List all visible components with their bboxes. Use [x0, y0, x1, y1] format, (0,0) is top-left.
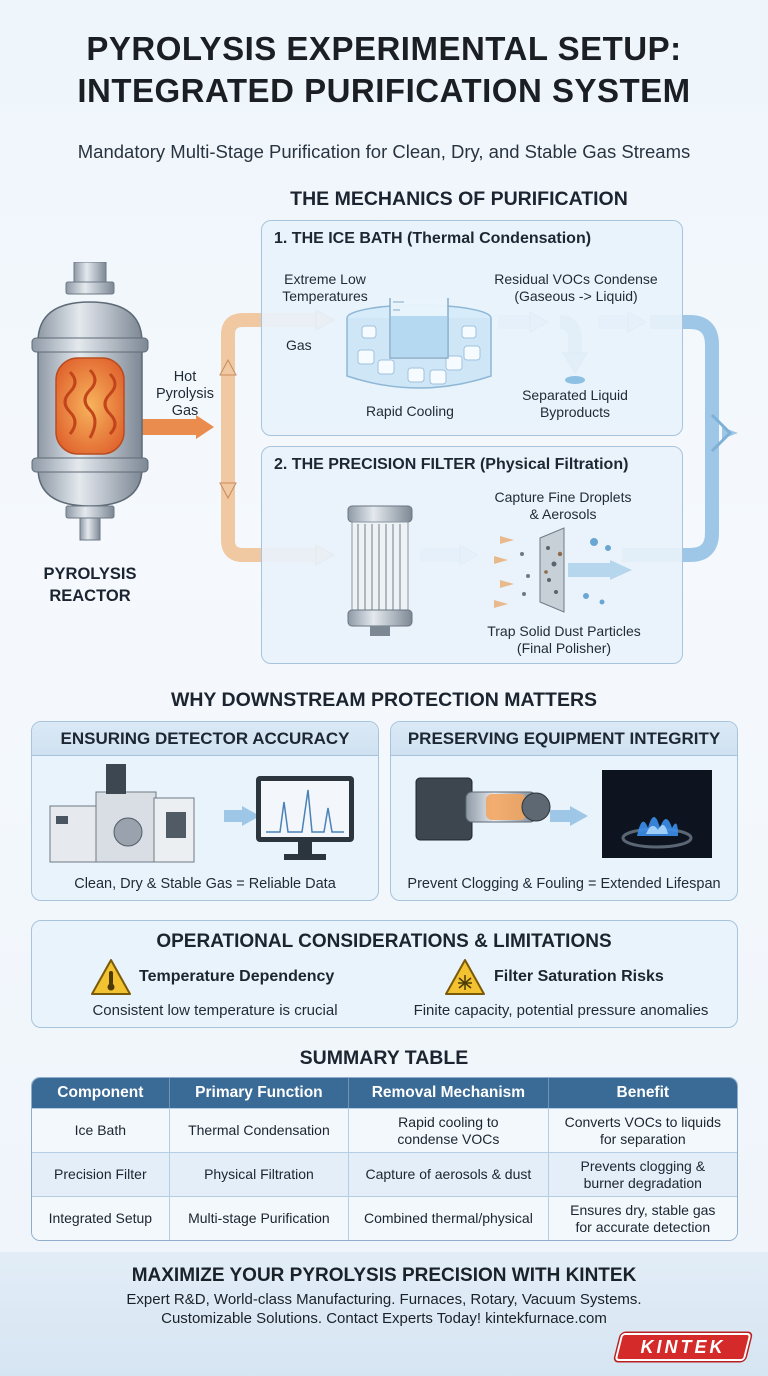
- cell-line: Ensures dry, stable gas: [570, 1201, 716, 1218]
- extreme-low-line2: Temperatures: [282, 288, 368, 304]
- cell-line: Converts VOCs to liquids: [564, 1113, 721, 1130]
- summary-header-row: Component Primary Function Removal Mecha…: [32, 1078, 737, 1108]
- table-cell: Combined thermal/physical: [349, 1196, 549, 1240]
- separated-line1: Separated Liquid: [522, 387, 628, 403]
- filter-warning-icon: [445, 959, 485, 995]
- table-cell: Multi-stage Purification: [169, 1196, 350, 1240]
- logo-text: KINTEK: [640, 1337, 726, 1357]
- footer-line2[interactable]: Customizable Solutions. Contact Experts …: [161, 1310, 607, 1327]
- mechanics-heading: THE MECHANICS OF PURIFICATION: [290, 188, 628, 210]
- separated-line2: Byproducts: [539, 404, 611, 420]
- reactor-label: PYROLYSIS REACTOR: [20, 563, 160, 607]
- trap-dust-label: Trap Solid Dust Particles (Final Polishe…: [464, 623, 664, 657]
- filter-saturation-text: Finite capacity, potential pressure anom…: [413, 1002, 709, 1019]
- table-cell: Thermal Condensation: [169, 1108, 350, 1152]
- page-subtitle: Mandatory Multi-Stage Purification for C…: [77, 141, 691, 162]
- considerations-panel: [31, 920, 738, 1028]
- table-cell: Prevents clogging &burner degradation: [548, 1152, 737, 1196]
- equipment-integrity-title: PRESERVING EQUIPMENT INTEGRITY: [391, 722, 737, 756]
- cell-line: Capture of aerosols & dust: [365, 1166, 532, 1182]
- cell-line: for accurate detection: [575, 1218, 711, 1235]
- table-cell: Ice Bath: [32, 1108, 170, 1152]
- protection-heading: WHY DOWNSTREAM PROTECTION MATTERS: [170, 689, 598, 711]
- column-header: Component: [32, 1078, 170, 1108]
- summary-heading: SUMMARY TABLE: [299, 1047, 469, 1069]
- table-cell: Physical Filtration: [169, 1152, 350, 1196]
- filter-cartridge-icon: [347, 505, 413, 636]
- reactor-label-line1: PYROLYSIS: [43, 565, 137, 583]
- ice-bath-title: 1. THE ICE BATH (Thermal Condensation): [274, 230, 592, 247]
- footer-line1: Expert R&D, World-class Manufacturing. F…: [126, 1291, 642, 1308]
- filter-mesh-icon: [494, 527, 632, 613]
- rapid-cooling-label: Rapid Cooling: [366, 403, 454, 419]
- page-title-line2: INTEGRATED PURIFICATION SYSTEM: [77, 72, 691, 109]
- summary-table: Component Primary Function Removal Mecha…: [31, 1077, 738, 1241]
- considerations-heading: OPERATIONAL CONSIDERATIONS & LIMITATIONS: [156, 931, 612, 952]
- trap-line2: (Final Polisher): [516, 640, 612, 656]
- ice-bath-icon: [346, 298, 492, 389]
- extreme-low-line1: Extreme Low: [284, 271, 366, 287]
- table-cell: Capture of aerosols & dust: [349, 1152, 549, 1196]
- liquid-drop-icon: [565, 376, 585, 384]
- vocs-line1: Residual VOCs Condense: [494, 271, 658, 287]
- table-row: Ice Bath Thermal Condensation Rapid cool…: [32, 1108, 737, 1152]
- reactor-label-line2: REACTOR: [49, 587, 131, 605]
- detector-accuracy-caption: Clean, Dry & Stable Gas = Reliable Data: [74, 876, 336, 892]
- cell-line: condense VOCs: [397, 1130, 500, 1147]
- cell-line: Rapid cooling to: [398, 1113, 499, 1130]
- filter-saturation-title: Filter Saturation Risks: [494, 968, 664, 985]
- table-cell: Precision Filter: [32, 1152, 170, 1196]
- vocs-line2: (Gaseous -> Liquid): [514, 288, 638, 304]
- separated-liquid-label: Separated Liquid Byproducts: [500, 387, 650, 421]
- hot-gas-label: Hot Pyrolysis Gas: [146, 369, 224, 420]
- precision-filter-panel: [261, 446, 683, 664]
- hot-gas-line2: Pyrolysis: [155, 386, 214, 402]
- table-cell: Integrated Setup: [32, 1196, 170, 1240]
- column-header: Removal Mechanism: [349, 1078, 549, 1108]
- trap-line1: Trap Solid Dust Particles: [487, 623, 641, 639]
- capture-line2: & Aerosols: [529, 506, 597, 522]
- column-header: Primary Function: [169, 1078, 350, 1108]
- detector-accuracy-panel: ENSURING DETECTOR ACCURACY: [31, 721, 379, 901]
- page-title-line1: PYROLYSIS EXPERIMENTAL SETUP:: [86, 30, 682, 67]
- cell-line: Prevents clogging &: [580, 1157, 706, 1174]
- kintek-logo: KINTEK: [614, 1333, 752, 1361]
- hot-gas-line1: Hot: [173, 369, 197, 385]
- gas-label: Gas: [286, 337, 312, 353]
- table-row: Integrated Setup Multi-stage Purificatio…: [32, 1196, 737, 1240]
- precision-filter-title: 2. THE PRECISION FILTER (Physical Filtra…: [274, 456, 629, 473]
- cell-line: Combined thermal/physical: [363, 1210, 533, 1226]
- detector-illustration: [49, 764, 354, 863]
- equipment-integrity-caption: Prevent Clogging & Fouling = Extended Li…: [407, 876, 721, 892]
- temperature-dependency-title: Temperature Dependency: [139, 968, 335, 985]
- pyrolysis-reactor-icon: [31, 262, 149, 541]
- hot-gas-line3: Gas: [171, 403, 199, 419]
- column-header: Benefit: [548, 1078, 737, 1108]
- detector-accuracy-title: ENSURING DETECTOR ACCURACY: [32, 722, 378, 756]
- extreme-low-label: Extreme Low Temperatures: [270, 271, 380, 305]
- cell-line: burner degradation: [583, 1174, 702, 1191]
- capture-line1: Capture Fine Droplets: [494, 489, 632, 505]
- vocs-condense-label: Residual VOCs Condense (Gaseous -> Liqui…: [486, 271, 666, 305]
- equipment-illustration: [415, 770, 712, 858]
- thermometer-warning-icon: [91, 959, 131, 995]
- cell-line: for separation: [600, 1130, 686, 1147]
- capture-droplets-label: Capture Fine Droplets & Aerosols: [478, 489, 648, 523]
- footer-title: MAXIMIZE YOUR PYROLYSIS PRECISION WITH K…: [131, 1265, 637, 1286]
- table-row: Precision Filter Physical Filtration Cap…: [32, 1152, 737, 1196]
- temperature-dependency-text: Consistent low temperature is crucial: [92, 1002, 338, 1019]
